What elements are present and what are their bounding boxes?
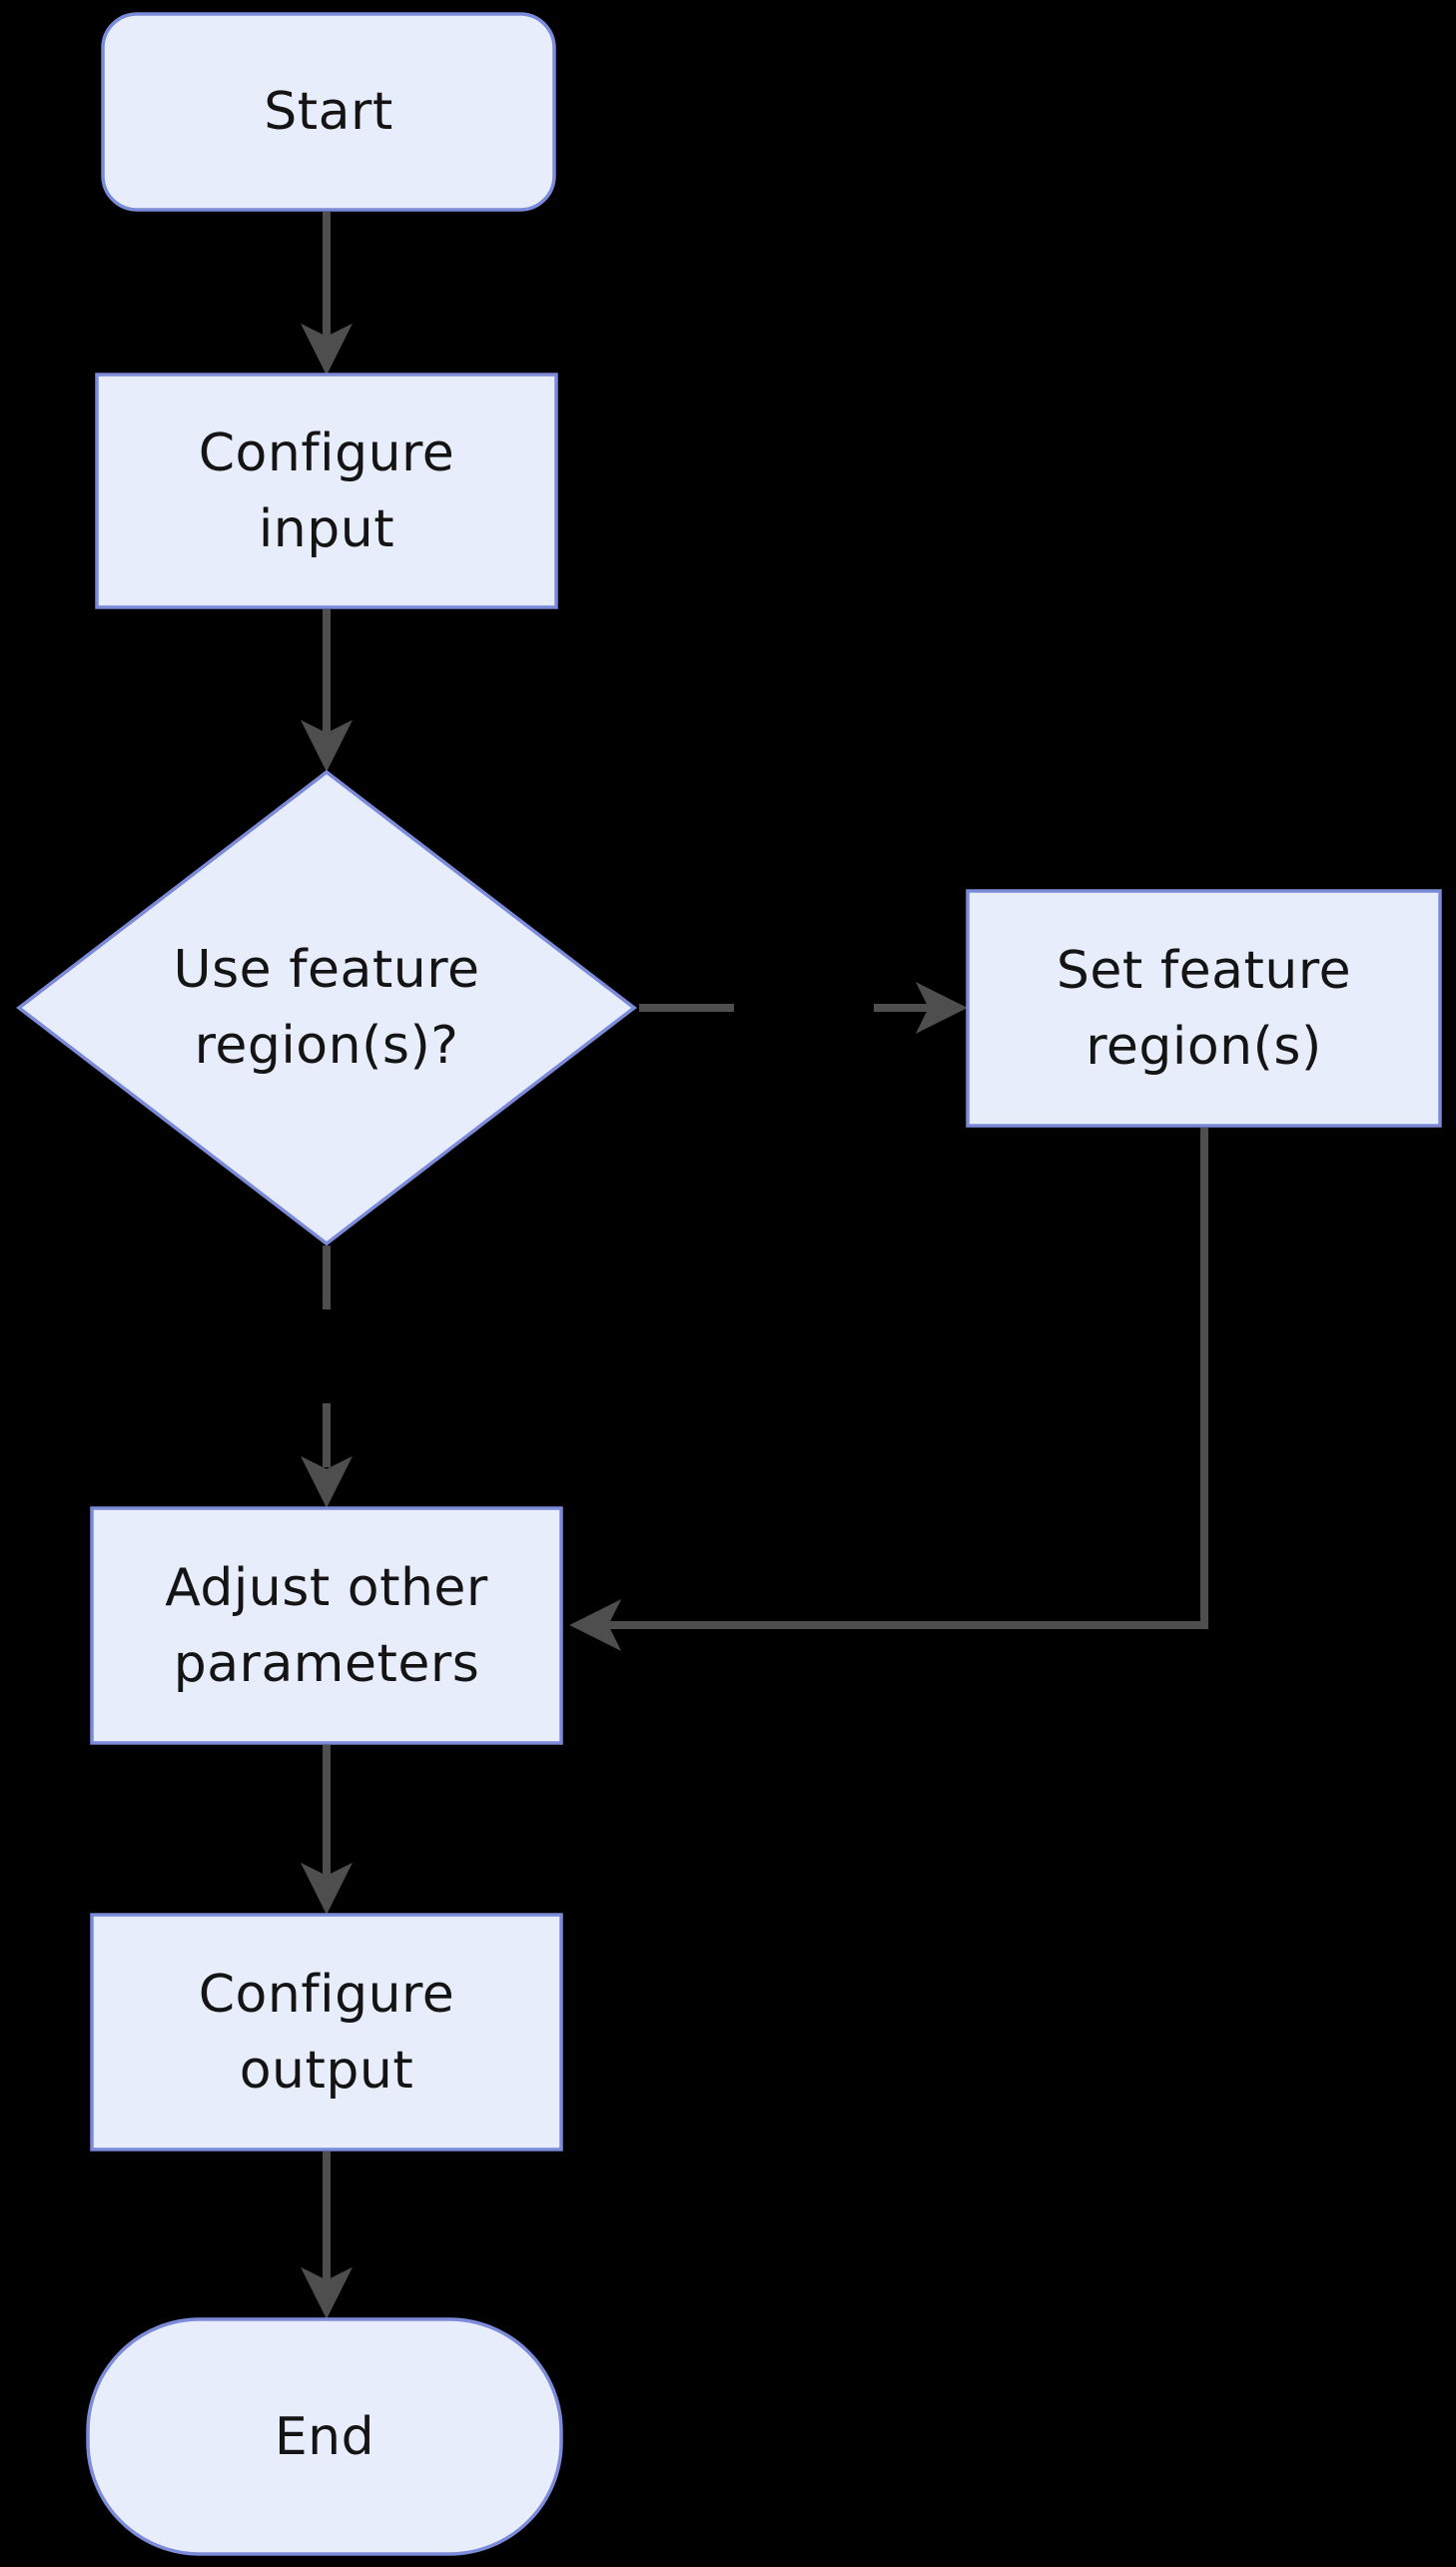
node-adjust-other-parameters bbox=[90, 1506, 563, 1745]
node-configure-input bbox=[95, 373, 558, 609]
node-configure-output bbox=[90, 1913, 563, 2151]
edge-set-feature-regions-to-adjust-other-parameters bbox=[569, 1128, 1208, 1651]
node-start bbox=[101, 12, 556, 212]
node-set-feature-regions bbox=[966, 889, 1442, 1128]
node-end bbox=[86, 2317, 563, 2556]
node-use-feature-regions bbox=[16, 769, 637, 1247]
